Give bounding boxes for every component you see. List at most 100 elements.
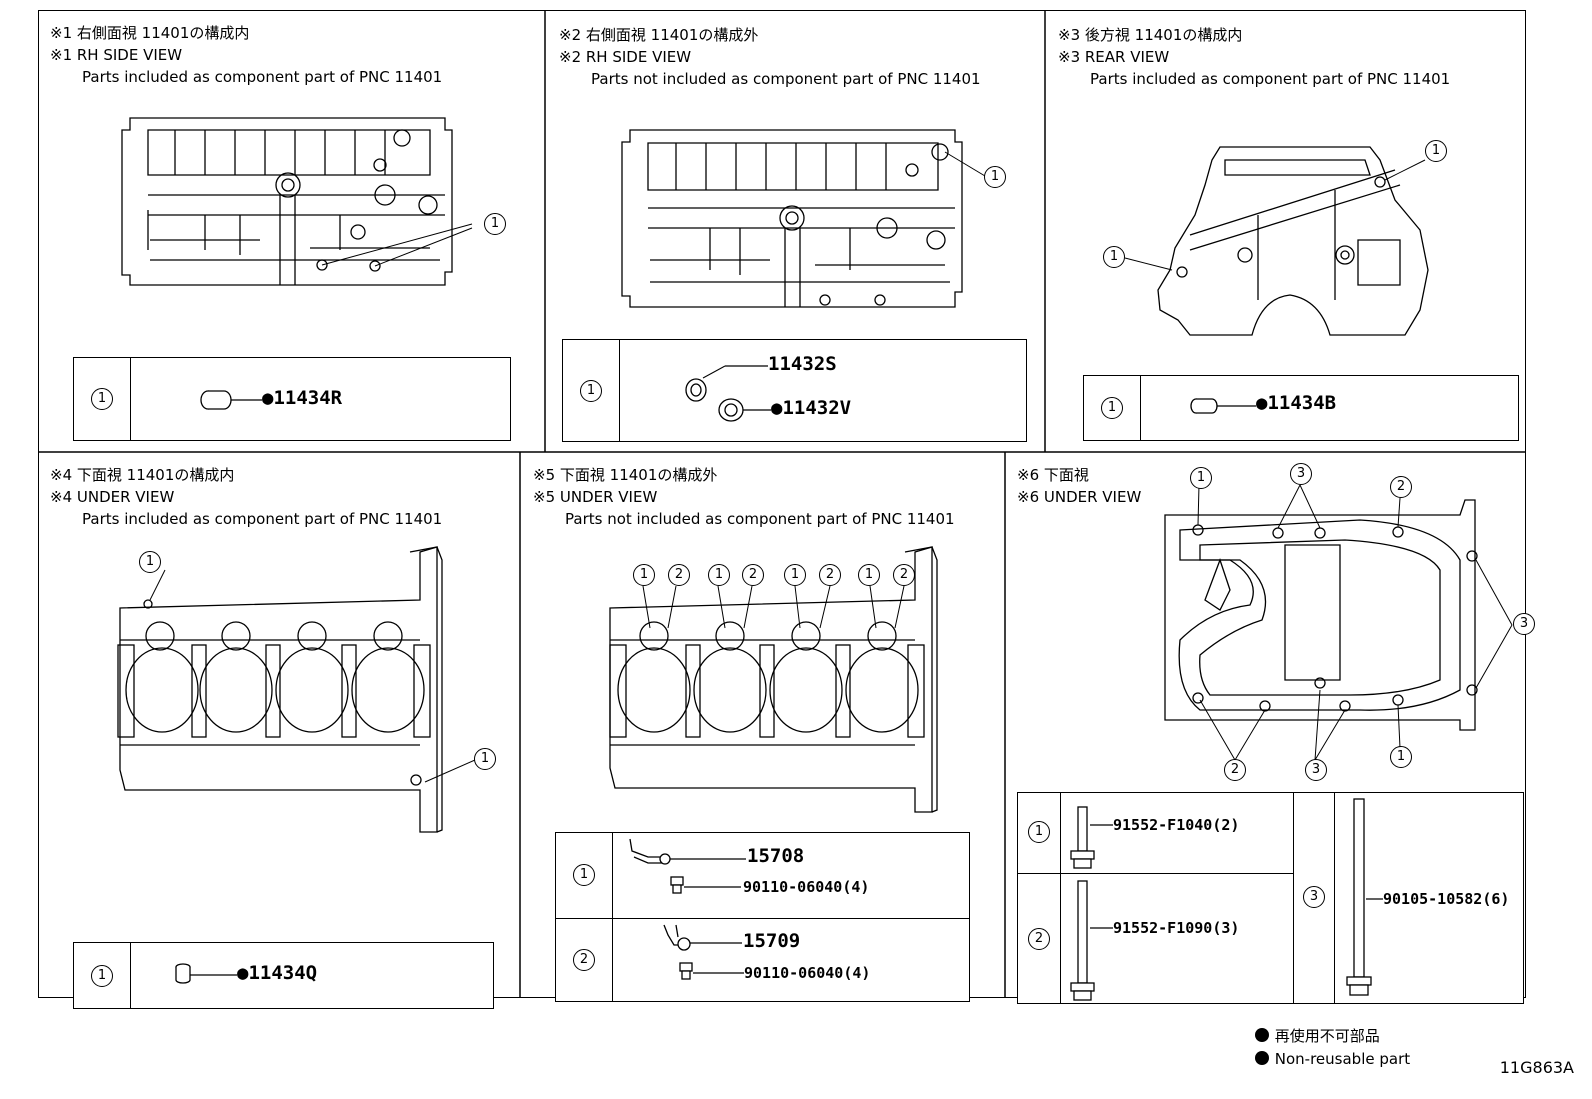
row-index-cell: 1 xyxy=(74,358,131,440)
panel-5-title-jp: ※5 下面視 11401の構成外 xyxy=(533,466,718,484)
panel-1-title-jp: ※1 右側面視 11401の構成内 xyxy=(50,24,250,42)
panel-3-title-jp: ※3 後方視 11401の構成内 xyxy=(1058,26,1243,44)
col-divider xyxy=(1293,793,1294,1003)
panel-6-title-jp: ※6 下面視 xyxy=(1017,466,1089,484)
legend-en: Non-reusable part xyxy=(1255,1050,1410,1068)
callout-2: 2 xyxy=(819,564,841,586)
callout-3: 3 xyxy=(1305,759,1327,781)
legend-jp-text: 再使用不可部品 xyxy=(1274,1027,1380,1045)
callout-2: 2 xyxy=(1224,759,1246,781)
panel-1-header: ※1 右側面視 11401の構成内 ※1 RH SIDE VIEW Parts … xyxy=(50,22,442,88)
panel-3-title-en: ※3 REAR VIEW xyxy=(1058,48,1170,66)
callout-2: 2 xyxy=(668,564,690,586)
panel-2-title-jp: ※2 右側面視 11401の構成外 xyxy=(559,26,759,44)
row-index-cell: 1 xyxy=(1084,376,1141,440)
dowel-pin-icon xyxy=(175,963,237,984)
callout-1: 1 xyxy=(139,551,161,573)
callout-1: 1 xyxy=(984,166,1006,188)
row-1-index: 1 xyxy=(573,864,595,886)
non-reusable-dot-icon xyxy=(1255,1051,1269,1065)
callout-1: 1 xyxy=(708,564,730,586)
panel-4-title-jp: ※4 下面視 11401の構成内 xyxy=(50,466,235,484)
callout-1: 1 xyxy=(484,213,506,235)
panel-5-parts-table: 1 2 15708 90110-06040(4) 15709 90110-060… xyxy=(555,832,970,1002)
row-divider xyxy=(1018,873,1293,874)
panel-4-header: ※4 下面視 11401の構成内 ※4 UNDER VIEW Parts inc… xyxy=(50,464,442,530)
part-number-11432S: 11432S xyxy=(768,353,837,375)
col-divider xyxy=(1060,793,1061,1003)
dowel-pin-icon xyxy=(1190,398,1256,414)
callout-1: 1 xyxy=(784,564,806,586)
row-1-index: 1 xyxy=(91,965,113,987)
legend-jp: 再使用不可部品 xyxy=(1255,1025,1380,1046)
row-1-index: 1 xyxy=(580,380,602,402)
panel-3-desc: Parts included as component part of PNC … xyxy=(1090,70,1451,88)
part-number-15708: 15708 xyxy=(747,845,805,867)
callout-3: 3 xyxy=(1290,463,1312,485)
callout-3: 3 xyxy=(1513,613,1535,635)
callout-2: 2 xyxy=(1390,476,1412,498)
dowel-pin-icon xyxy=(200,390,262,410)
part-number-91552-F1090: 91552-F1090(3) xyxy=(1113,919,1240,937)
row-index-cell: 1 xyxy=(74,943,131,1008)
panel-5-desc: Parts not included as component part of … xyxy=(565,510,955,528)
row-2-index: 2 xyxy=(1028,928,1050,950)
part-number-11434R: ●11434R xyxy=(262,387,343,409)
panel-6-parts-table: 1 2 3 91552-F1040(2) 91552-F1090(3) 9010… xyxy=(1017,792,1524,1004)
part-number-90110-06040: 90110-06040(4) xyxy=(744,964,871,982)
row-divider xyxy=(556,918,969,919)
panel-6-title-en: ※6 UNDER VIEW xyxy=(1017,488,1142,506)
col-divider xyxy=(1334,793,1335,1003)
part-number-11434B: ●11434B xyxy=(1256,392,1337,414)
callout-1: 1 xyxy=(1425,140,1447,162)
callout-2: 2 xyxy=(742,564,764,586)
part-number-11432V: ●11432V xyxy=(771,397,852,419)
panel-4-title-en: ※4 UNDER VIEW xyxy=(50,488,175,506)
row-1-index: 1 xyxy=(1028,821,1050,843)
panel-1-parts-table: 1 ●11434R xyxy=(73,357,511,441)
panel-2-title-en: ※2 RH SIDE VIEW xyxy=(559,48,692,66)
callout-1: 1 xyxy=(1390,746,1412,768)
panel-3-header: ※3 後方視 11401の構成内 ※3 REAR VIEW Parts incl… xyxy=(1058,24,1450,90)
part-number-11434Q: ●11434Q xyxy=(237,962,318,984)
row-3-index: 3 xyxy=(1303,886,1325,908)
panel-4-desc: Parts included as component part of PNC … xyxy=(82,510,443,528)
panel-3-parts-table: 1 ●11434B xyxy=(1083,375,1519,441)
panel-4-parts-table: 1 ●11434Q xyxy=(73,942,494,1009)
figure-code: 11G863A xyxy=(1499,1058,1574,1077)
callout-1: 1 xyxy=(633,564,655,586)
panel-2-header: ※2 右側面視 11401の構成外 ※2 RH SIDE VIEW Parts … xyxy=(559,24,981,90)
row-index-cell: 1 2 xyxy=(556,833,613,1001)
panel-2-parts-table: 1 11432S ●11432V xyxy=(562,339,1027,442)
callout-1: 1 xyxy=(858,564,880,586)
panel-2-desc: Parts not included as component part of … xyxy=(591,70,981,88)
row-1-index: 1 xyxy=(1101,397,1123,419)
part-number-90110-06040: 90110-06040(4) xyxy=(743,878,870,896)
row-1-index: 1 xyxy=(91,388,113,410)
non-reusable-dot-icon xyxy=(1255,1028,1269,1042)
part-number-91552-F1040: 91552-F1040(2) xyxy=(1113,816,1240,834)
panel-5-header: ※5 下面視 11401の構成外 ※5 UNDER VIEW Parts not… xyxy=(533,464,955,530)
panel-6-header: ※6 下面視 ※6 UNDER VIEW xyxy=(1017,464,1141,508)
part-number-15709: 15709 xyxy=(743,930,801,952)
row-index-cell: 1 xyxy=(563,340,620,441)
oil-jet-icons xyxy=(629,838,746,980)
callout-1: 1 xyxy=(474,748,496,770)
panel-5-title-en: ※5 UNDER VIEW xyxy=(533,488,658,506)
bolt-icons xyxy=(1070,798,1383,1001)
callout-1: 1 xyxy=(1190,467,1212,489)
callout-2: 2 xyxy=(893,564,915,586)
legend-en-text: Non-reusable part xyxy=(1274,1050,1411,1068)
panel-1-desc: Parts included as component part of PNC … xyxy=(82,68,443,86)
panel-1-title-en: ※1 RH SIDE VIEW xyxy=(50,46,183,64)
row-2-index: 2 xyxy=(573,949,595,971)
callout-1: 1 xyxy=(1103,246,1125,268)
part-number-90105-10582: 90105-10582(6) xyxy=(1383,890,1510,908)
